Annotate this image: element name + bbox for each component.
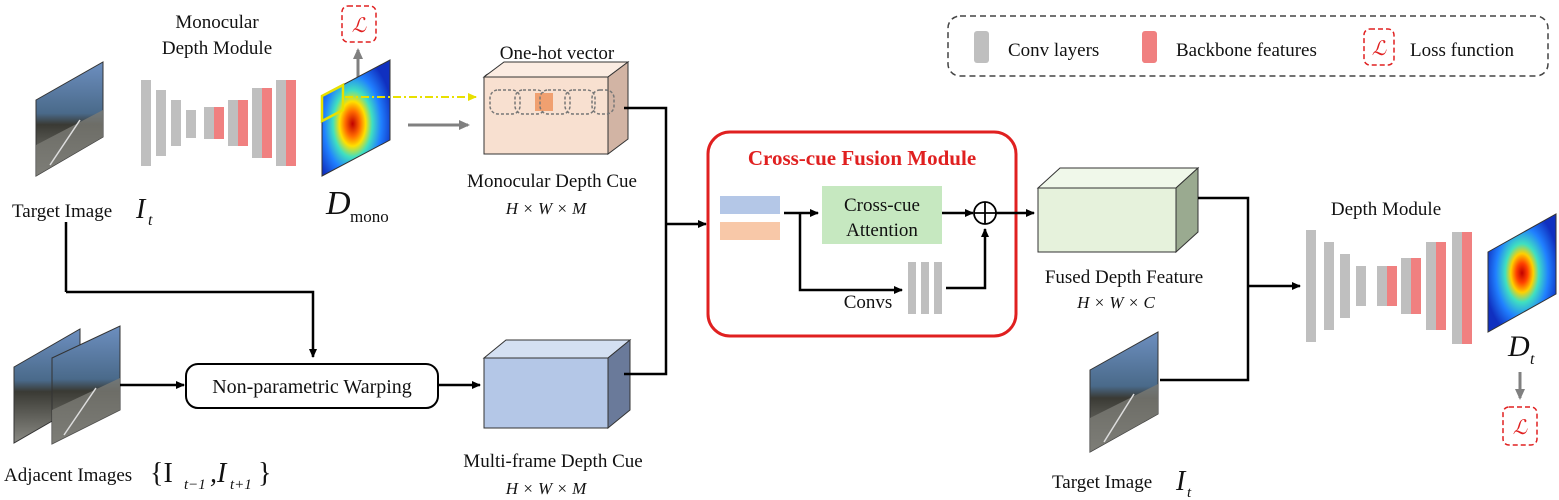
adjacent-set-comma: ,I <box>210 458 228 489</box>
legend-loss-icon: ℒ <box>1372 38 1387 60</box>
legend-box <box>947 15 1549 77</box>
d-t-subscript: t <box>1530 351 1535 368</box>
target-image-bottom-symbol: I <box>1175 466 1187 497</box>
fusion-input-peach <box>720 222 780 240</box>
adjacent-sub-2: t+1 <box>230 477 252 493</box>
legend-backbone-label: Backbone features <box>1176 40 1317 61</box>
mono-module-layers <box>141 80 296 166</box>
target-image-top-label: Target Image <box>12 201 112 222</box>
adjacent-set-close: } <box>258 458 271 489</box>
mono-module-title-1: Monocular <box>175 12 259 33</box>
fused-feature-cube <box>1036 166 1200 254</box>
monocular-cue-label: Monocular Depth Cue <box>467 171 637 192</box>
adjacent-sub-1: t−1 <box>184 477 206 493</box>
fusion-module-title: Cross-cue Fusion Module <box>748 146 976 170</box>
fused-feature-dims: H × W × C <box>1076 293 1155 312</box>
target-image-bottom <box>1089 331 1159 453</box>
target-image-bottom-label: Target Image <box>1052 472 1152 493</box>
convs-layers <box>908 262 942 314</box>
warping-label: Non-parametric Warping <box>212 376 412 398</box>
target-image-bottom-subscript: t <box>1187 485 1192 500</box>
one-hot-label: One-hot vector <box>500 43 615 64</box>
d-t-symbol: D <box>1507 330 1530 363</box>
legend-loss-box <box>1363 28 1395 66</box>
adjacent-set-open: {I <box>150 458 173 489</box>
legend-conv-swatch <box>974 31 989 63</box>
attention-label-1: Cross-cue <box>844 195 920 216</box>
multi-frame-cue-label: Multi-frame Depth Cue <box>463 451 642 472</box>
fusion-module-box <box>706 130 1018 338</box>
attention-label-2: Attention <box>846 220 918 241</box>
d-mono-map <box>320 59 391 177</box>
feature-merge-line <box>1198 196 1250 286</box>
monocular-cue-cube <box>482 61 630 155</box>
d-t-map <box>1487 213 1557 333</box>
d-mono-subscript: mono <box>350 207 389 226</box>
target-merge-line <box>1160 286 1250 382</box>
fused-feature-label: Fused Depth Feature <box>1045 267 1203 288</box>
adjacent-images <box>13 325 121 445</box>
d-t-loss-icon: ℒ <box>1513 417 1528 439</box>
d-mono-symbol: D <box>325 185 351 222</box>
multi-frame-cue-dims: H × W × M <box>505 479 587 498</box>
legend-loss-label: Loss function <box>1410 40 1514 61</box>
mono-cue-merge-line <box>624 106 668 224</box>
legend: Conv layers Backbone features ℒ Loss fun… <box>947 15 1549 77</box>
multi-frame-cue-cube <box>482 338 632 430</box>
fusion-input-blue <box>720 196 780 214</box>
d-t-loss: ℒ <box>1502 406 1538 446</box>
mono-module-title-2: Depth Module <box>162 38 272 59</box>
legend-conv-label: Conv layers <box>1008 40 1099 61</box>
multi-cue-merge-line <box>624 224 668 376</box>
fusion-to-convs-arrow <box>798 213 903 294</box>
d-mono-loss: ℒ <box>341 5 377 43</box>
monocular-cue-dims: H × W × M <box>505 199 587 218</box>
legend-backbone-swatch <box>1142 31 1157 63</box>
target-image-top-subscript: t <box>148 212 153 229</box>
attention-box <box>822 186 942 244</box>
target-image-top <box>35 61 104 177</box>
convs-to-plus-arrow <box>946 228 989 290</box>
convs-label: Convs <box>844 292 893 313</box>
adjacent-images-label: Adjacent Images <box>4 465 132 486</box>
depth-module-title: Depth Module <box>1331 199 1441 220</box>
target-to-warp-arrow <box>66 290 317 358</box>
depth-module-layers <box>1306 230 1472 344</box>
target-image-top-symbol: I <box>135 194 147 225</box>
d-mono-loss-icon: ℒ <box>352 15 367 37</box>
